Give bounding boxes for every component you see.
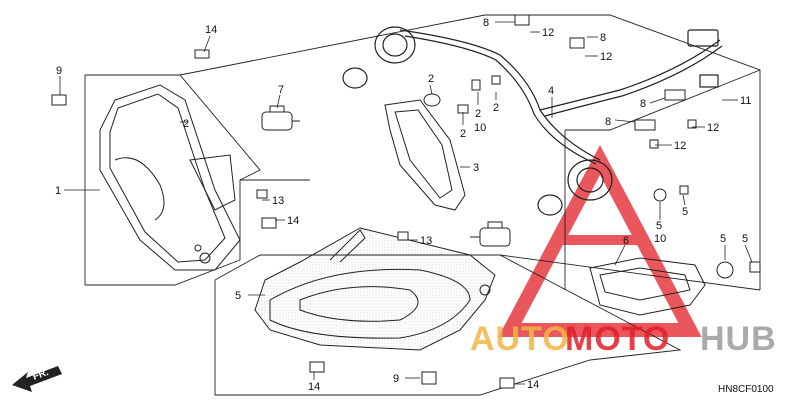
bulb-upper (261, 105, 300, 131)
cover-6 (589, 257, 706, 316)
callout-label: 2 (428, 73, 434, 85)
callout-label: 10 (474, 122, 486, 134)
callout-label: 1 (55, 185, 61, 197)
bracket-3 (384, 99, 466, 211)
wire-harness (342, 26, 723, 216)
callout-label: 8 (483, 17, 489, 29)
callout-label: 12 (674, 140, 686, 152)
fasteners (51, 14, 761, 389)
callout-label: 5 (682, 206, 688, 218)
callout-label: 8 (605, 116, 611, 128)
callout-label: 5 (235, 290, 241, 302)
callout-label: 13 (272, 195, 284, 207)
callout-label: 11 (740, 95, 751, 107)
callout-label: 14 (527, 379, 539, 391)
callout-label: 5 (656, 220, 662, 232)
callout-label: 7 (278, 84, 284, 96)
callout-label: 2 (493, 102, 499, 114)
callout-label: 2 (475, 108, 481, 120)
callout-label: 5 (742, 233, 748, 245)
callout-label: 2 (460, 128, 466, 140)
callout-label: 14 (287, 215, 299, 227)
watermark-triangle (498, 145, 702, 337)
callout-label: 14 (308, 381, 320, 393)
callout-label: 4 (548, 85, 554, 97)
frame-lines (84, 14, 761, 396)
leader-lines (59, 21, 753, 385)
callout-label: 10 (654, 233, 666, 245)
callout-label: 6 (623, 235, 629, 247)
watermark-text-moto: MOTO (565, 320, 670, 358)
callout-label: 5 (720, 233, 726, 245)
watermark-text-auto: AUTO (470, 320, 570, 358)
headlight-bottom (254, 227, 496, 351)
callouts: 14 9 2 1 7 8 12 8 12 2 2 2 2 10 4 3 8 11… (55, 17, 751, 393)
headlight-left (99, 84, 241, 271)
callout-label: 12 (600, 51, 612, 63)
callout-label: 9 (56, 65, 62, 77)
front-arrow-label: FR. (31, 367, 50, 383)
callout-label: 9 (393, 373, 399, 385)
front-arrow: FR. (12, 366, 62, 392)
callout-label: 3 (473, 162, 479, 174)
callout-label: 8 (600, 32, 606, 44)
callout-label: 12 (542, 27, 554, 39)
callout-label: 14 (205, 24, 217, 36)
bulb-lower (470, 221, 511, 247)
callout-label: 13 (420, 235, 432, 247)
callout-label: 2 (183, 118, 189, 130)
callout-label: 8 (640, 98, 646, 110)
callout-label: 12 (707, 122, 719, 134)
watermark-text-hub: HUB (700, 320, 777, 358)
watermark-logo: AUTO MOTO HUB (470, 320, 777, 358)
diagram-code: HN8CF0100 (718, 384, 774, 395)
